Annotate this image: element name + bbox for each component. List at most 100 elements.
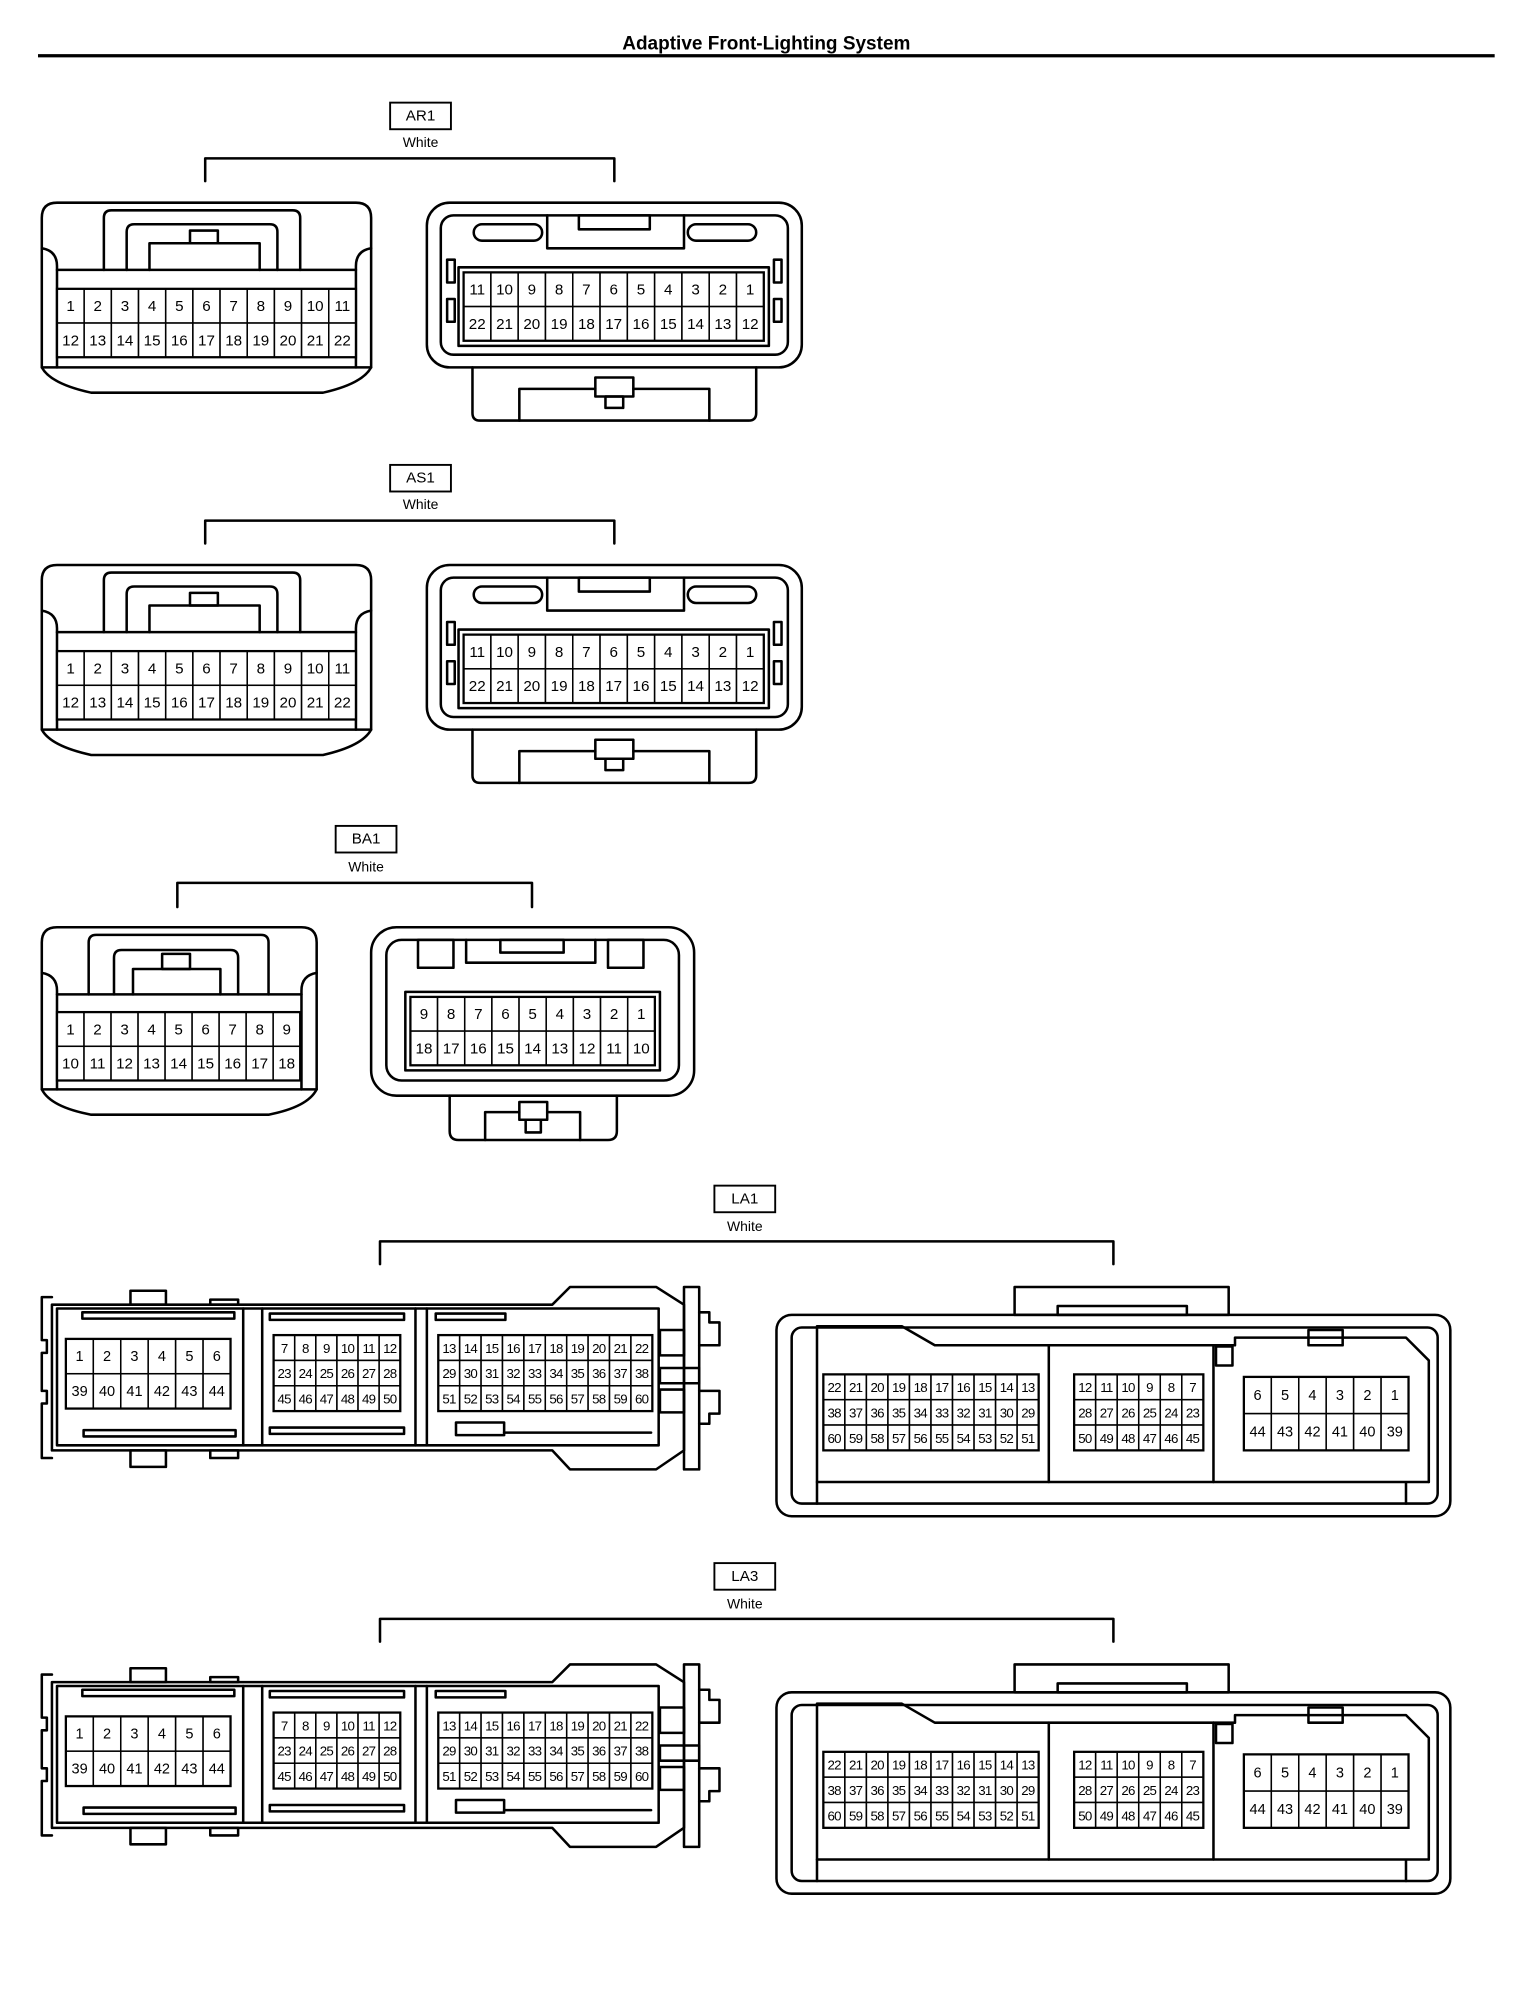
pin-number: 2 [719, 282, 727, 299]
pin-number: 15 [485, 1341, 499, 1356]
pin-cell [202, 1750, 232, 1787]
pin-number: 32 [957, 1783, 971, 1798]
pin-block-frame [1242, 1753, 1410, 1829]
pin-number: 23 [278, 1366, 292, 1381]
pin-number: 18 [914, 1758, 928, 1773]
pin-number: 6 [1254, 1765, 1262, 1781]
pin-number: 41 [1332, 1425, 1348, 1441]
pin-number: 54 [957, 1808, 971, 1823]
pin-number: 18 [914, 1380, 928, 1395]
guide-slot [1214, 1722, 1234, 1745]
pin-number: 28 [1078, 1783, 1092, 1798]
latch-rail [518, 749, 711, 785]
pin-number: 50 [383, 1769, 397, 1784]
pin-number: 1 [66, 660, 74, 677]
pin-cell [92, 1372, 122, 1410]
pin-block-frame [1072, 1373, 1205, 1452]
pin-block-frame [55, 1010, 302, 1082]
pin-cell [327, 322, 357, 358]
pin-number: 17 [605, 316, 622, 333]
key-recess [464, 938, 597, 964]
lock-tab [188, 591, 220, 607]
pin-number: 30 [464, 1366, 478, 1381]
pin-number: 25 [1143, 1783, 1157, 1798]
pin-number: 48 [1121, 1808, 1135, 1823]
pin-number: 58 [592, 1392, 606, 1407]
pin-number: 4 [148, 298, 156, 315]
connector-code-box [334, 824, 398, 854]
guide-slot [268, 1312, 406, 1322]
pin-cell [517, 305, 547, 342]
pin-number: 27 [362, 1744, 376, 1759]
pin-block-frame [64, 1337, 232, 1410]
pin-number: 8 [555, 644, 563, 661]
pin-number: 5 [528, 1006, 536, 1023]
pin-number: 4 [1308, 1765, 1316, 1781]
pin-number: 54 [507, 1392, 521, 1407]
pin-number: 4 [158, 1726, 166, 1742]
pin-number: 37 [614, 1366, 628, 1381]
pin-number: 21 [307, 695, 324, 712]
pin-cell [626, 668, 656, 704]
pin-number: 2 [93, 1021, 101, 1038]
pin-number: 5 [174, 1021, 182, 1038]
pin-cell [626, 305, 656, 342]
guide-slot [472, 585, 544, 605]
guide-slot [606, 938, 645, 970]
pin-number: 39 [71, 1761, 87, 1777]
pin-number: 26 [1121, 1406, 1135, 1421]
pin-number: 19 [551, 678, 568, 695]
pin-cell [218, 1011, 247, 1048]
pin-number: 58 [592, 1769, 606, 1784]
pin-number: 36 [871, 1783, 885, 1798]
pin-number: 16 [470, 1040, 487, 1057]
pin-number: 26 [341, 1366, 355, 1381]
pin-number: 8 [257, 660, 265, 677]
pin-cell [137, 288, 167, 324]
connector-code: AS1 [406, 470, 435, 487]
pin-cell [681, 668, 710, 704]
pin-number: 54 [957, 1431, 971, 1446]
pin-number: 22 [334, 695, 351, 712]
pin-number: 47 [1143, 1808, 1157, 1823]
pin-cell [1352, 1376, 1382, 1415]
pin-number: 34 [914, 1783, 928, 1798]
pin-number: 9 [1146, 1380, 1153, 1395]
lock-frame [87, 933, 270, 996]
pin-cell [599, 668, 629, 704]
pin-number: 43 [1277, 1802, 1293, 1818]
pin-number: 12 [1078, 1758, 1092, 1773]
pin-number: 1 [1391, 1765, 1399, 1781]
side-rib [772, 620, 783, 647]
guide-slot [686, 222, 758, 242]
pin-number: 50 [1078, 1431, 1092, 1446]
pin-cell [572, 305, 601, 342]
pin-number: 56 [549, 1769, 563, 1784]
pin-number: 13 [89, 332, 106, 349]
pin-cavity [457, 628, 771, 710]
pin-number: 3 [1336, 1388, 1344, 1404]
pin-number: 23 [278, 1744, 292, 1759]
pin-number: 48 [341, 1769, 355, 1784]
pin-cell [491, 1030, 520, 1067]
pin-number: 21 [496, 678, 513, 695]
pin-cell [65, 1372, 95, 1410]
pin-number: 44 [1249, 1425, 1265, 1441]
housing-divider [1047, 1721, 1215, 1861]
pin-number: 2 [1363, 1388, 1371, 1404]
pin-number: 43 [1277, 1425, 1293, 1441]
pin-number: 21 [307, 332, 324, 349]
pin-number: 40 [99, 1761, 115, 1777]
housing-tab [129, 1666, 168, 1684]
pin-number: 22 [469, 678, 486, 695]
